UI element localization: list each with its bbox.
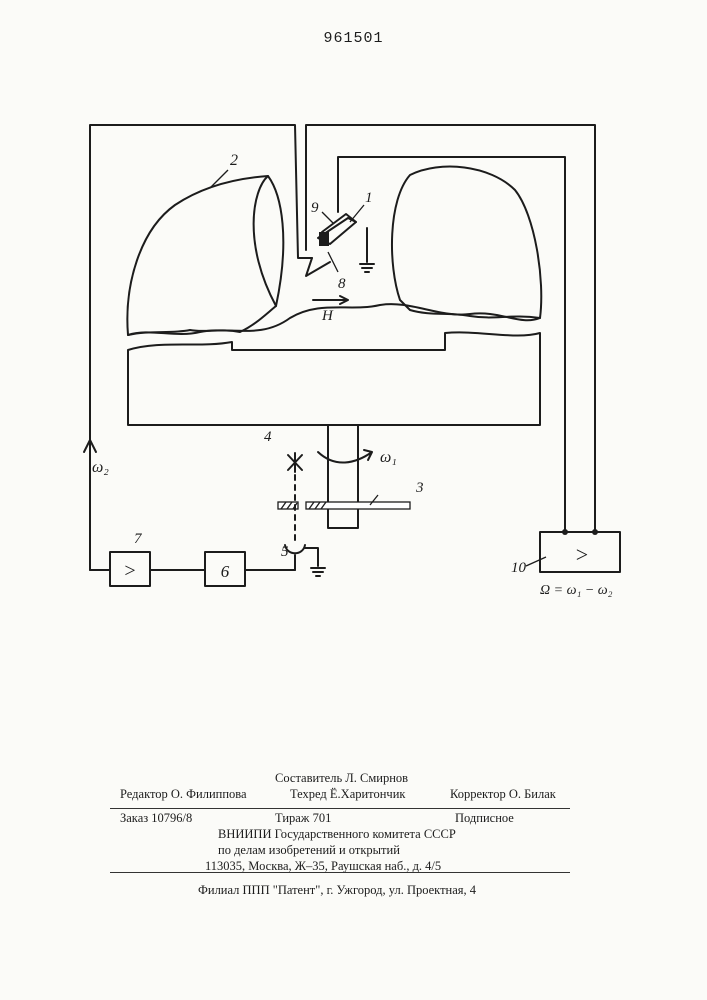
circulation: Тираж 701 bbox=[275, 810, 331, 826]
amplifier-7-symbol: > bbox=[124, 560, 135, 582]
label-10: 10 bbox=[511, 560, 527, 576]
org-line-1: ВНИИПИ Государственного комитета СССР bbox=[218, 826, 456, 842]
schematic-diagram: > 6 > 2 1 9 8 H 4 ω₁ 3 5 7 ω₂ 10 Ω = ω₁ … bbox=[0, 0, 707, 760]
label-5: 5 bbox=[281, 544, 289, 560]
signal-wire-inner bbox=[306, 125, 595, 530]
label-9: 9 bbox=[311, 200, 319, 216]
label-1: 1 bbox=[365, 190, 373, 206]
leader-line bbox=[350, 205, 364, 222]
label-omega2: ω₂ bbox=[92, 459, 109, 476]
formula-omega: Ω = ω₁ − ω₂ bbox=[540, 583, 613, 598]
label-field-h: H bbox=[321, 308, 334, 324]
magnet-pole-left bbox=[127, 176, 283, 335]
ground-symbol bbox=[311, 568, 325, 576]
colophon: Составитель Л. Смирнов Редактор О. Филип… bbox=[110, 770, 590, 898]
magnet-pole-right bbox=[392, 167, 541, 318]
compiler: Составитель Л. Смирнов bbox=[275, 770, 408, 786]
label-omega1: ω₁ bbox=[380, 449, 397, 466]
divider bbox=[110, 808, 570, 809]
techred: Техред Ё.Харитончик bbox=[290, 786, 405, 802]
comparator-10-symbol: > bbox=[576, 542, 588, 567]
signal-wire-outer bbox=[338, 157, 565, 530]
field-arrow bbox=[313, 296, 348, 304]
label-3: 3 bbox=[415, 480, 424, 496]
sensor-mount-plate bbox=[306, 258, 330, 276]
label-4: 4 bbox=[264, 429, 272, 445]
rotor-base bbox=[128, 332, 540, 425]
divider bbox=[110, 872, 570, 873]
subscription: Подписное bbox=[455, 810, 514, 826]
rotation-arrow bbox=[318, 450, 372, 463]
editor: Редактор О. Филиппова bbox=[120, 786, 247, 802]
label-2: 2 bbox=[230, 152, 238, 169]
corrector: Корректор О. Билак bbox=[450, 786, 556, 802]
shaft bbox=[328, 425, 358, 528]
block-6-label: 6 bbox=[221, 562, 230, 581]
pole-face-ellipse bbox=[254, 176, 276, 306]
ground-symbol bbox=[360, 264, 374, 272]
branch: Филиал ППП "Патент", г. Ужгород, ул. Про… bbox=[198, 882, 476, 898]
order: Заказ 10796/8 bbox=[120, 810, 192, 826]
org-line-2: по делам изобретений и открытий bbox=[218, 842, 400, 858]
leader-line bbox=[526, 557, 546, 566]
label-8: 8 bbox=[338, 276, 346, 292]
label-7: 7 bbox=[134, 531, 143, 547]
hall-element-8 bbox=[319, 232, 329, 246]
photodetector-wire bbox=[295, 548, 318, 570]
leader-line bbox=[322, 212, 333, 223]
light-source-4 bbox=[288, 453, 302, 472]
